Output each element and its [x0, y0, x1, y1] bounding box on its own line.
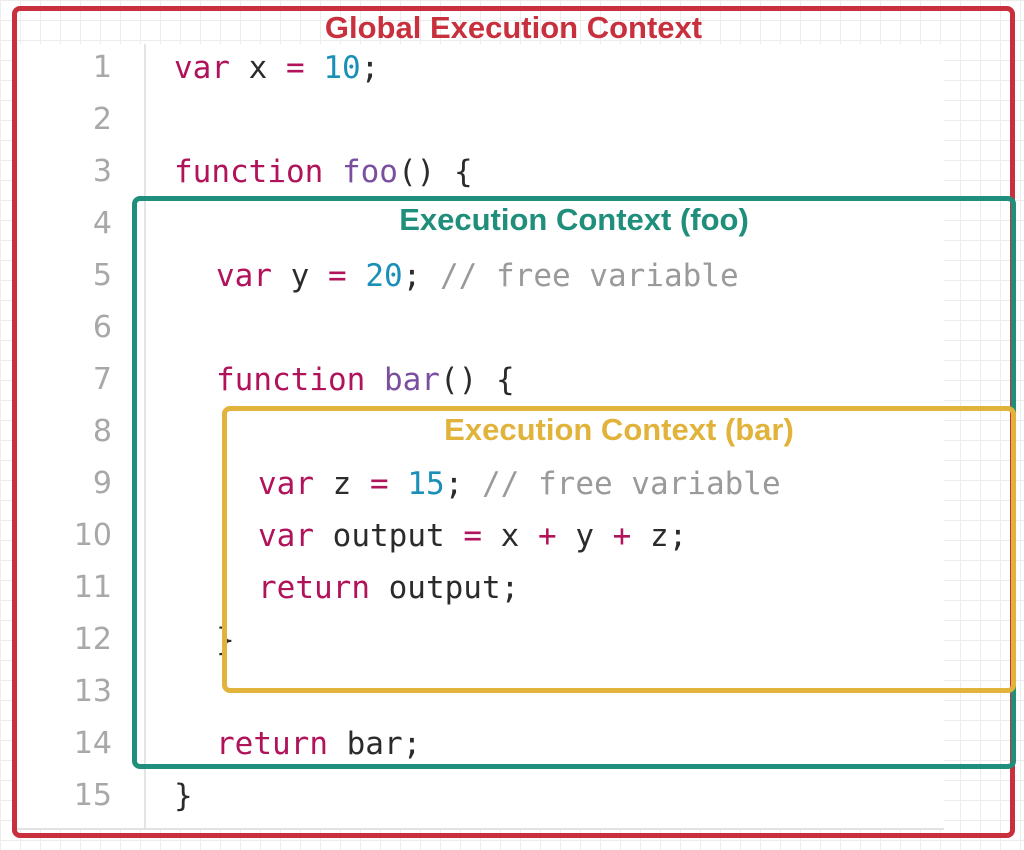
code-token: y [556, 518, 613, 554]
bar-context-label: Execution Context (bar) [444, 412, 794, 447]
line-number: 11 [73, 570, 112, 605]
number-token: 15 [407, 466, 445, 502]
keyword-token: function [216, 362, 366, 398]
line-number: 5 [92, 258, 112, 293]
line-number: 9 [92, 466, 112, 501]
keyword-token: var [258, 518, 314, 554]
code-token: () { [439, 362, 515, 398]
code-line-14: return bar; [216, 718, 421, 770]
code-line-9: var z = 15; // free variable [258, 458, 781, 510]
line-number-gutter [14, 44, 146, 828]
line-number: 3 [92, 154, 112, 189]
function-name-token: bar [383, 362, 440, 398]
code-line-11: return output; [258, 562, 519, 614]
comment-token: // free variable [482, 466, 781, 502]
line-number: 13 [73, 674, 112, 709]
operator-token: + [612, 518, 632, 554]
code-token: z; [631, 518, 688, 554]
line-number: 2 [92, 102, 112, 137]
bar-context-box [222, 406, 1016, 693]
keyword-token: var [258, 466, 314, 502]
line-number: 14 [73, 726, 112, 761]
operator-token: = [463, 518, 482, 554]
operator-token: = [370, 466, 389, 502]
code-editor-panel [14, 44, 944, 830]
code-token: y [272, 258, 328, 294]
code-line-7: function bar() { [216, 354, 515, 406]
function-name-token: foo [341, 154, 398, 190]
keyword-token: var [174, 50, 230, 86]
line-number: 12 [73, 622, 112, 657]
line-number: 8 [92, 414, 112, 449]
global-context-label: Global Execution Context [324, 10, 703, 45]
keyword-token: var [216, 258, 272, 294]
number-token: 10 [323, 50, 361, 86]
operator-token: = [328, 258, 347, 294]
code-line-3: function foo() { [174, 146, 473, 198]
line-number: 7 [92, 362, 112, 397]
code-token: } [174, 778, 193, 814]
number-token: 20 [365, 258, 403, 294]
code-line-5: var y = 20; // free variable [216, 250, 739, 302]
line-number: 4 [92, 206, 112, 241]
line-number: 15 [73, 778, 112, 813]
code-token: ; [444, 466, 482, 502]
comment-token: // free variable [440, 258, 739, 294]
code-token: ; [402, 258, 440, 294]
code-token: z [314, 466, 370, 502]
code-token: x [481, 518, 538, 554]
foo-context-label: Execution Context (foo) [399, 202, 749, 237]
code-line-15: } [174, 770, 193, 822]
line-number: 6 [92, 310, 112, 345]
code-token: output; [369, 570, 520, 606]
code-line-1: var x = 10; [174, 42, 379, 94]
code-line-10: var output = x + y + z; [258, 510, 687, 562]
operator-token: = [286, 50, 305, 86]
code-token: x [230, 50, 286, 86]
keyword-token: function [174, 154, 324, 190]
keyword-token: return [258, 570, 370, 606]
keyword-token: return [216, 726, 328, 762]
code-token: () { [397, 154, 473, 190]
code-token: bar; [327, 726, 422, 762]
line-number: 10 [73, 518, 112, 553]
line-number: 1 [92, 50, 112, 85]
code-token: output [314, 518, 464, 554]
code-token: ; [360, 50, 380, 86]
operator-token: + [537, 518, 557, 554]
